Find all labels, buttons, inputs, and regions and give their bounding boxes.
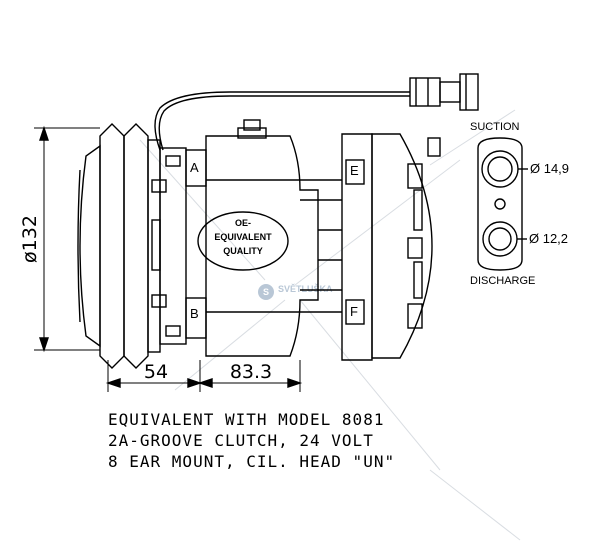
description-line-2: 2A-GROOVE CLUTCH, 24 VOLT <box>108 431 374 450</box>
watermark-logo: S SVĚTLUŠKA <box>258 283 333 300</box>
description-line-1: EQUIVALENT WITH MODEL 8081 <box>108 410 385 429</box>
top-boss <box>237 127 267 139</box>
svg-text:S: S <box>263 287 269 297</box>
suction-label: SUCTION <box>470 121 520 133</box>
diameter-label: ø132 <box>19 215 41 263</box>
port-block <box>477 137 523 271</box>
marking-e: E <box>350 163 359 178</box>
body-length-label: 83.3 <box>230 361 272 383</box>
clutch-cable <box>154 91 410 151</box>
pulley-groove-1 <box>99 123 125 369</box>
clutch-plate <box>79 144 101 348</box>
clutch-width-label: 54 <box>144 361 168 383</box>
compressor-body <box>205 135 319 357</box>
pulley-hub <box>147 139 161 353</box>
discharge-label: DISCHARGE <box>470 275 535 287</box>
badge-line-2: EQUIVALENT <box>214 232 272 242</box>
oe-badge <box>197 211 289 271</box>
discharge-dim-label: Ø 12,2 <box>529 231 568 246</box>
cylinder-head <box>371 133 433 359</box>
suction-dim-label: Ø 14,9 <box>530 161 569 176</box>
badge-line-1: OE- <box>235 218 251 228</box>
description-line-3: 8 EAR MOUNT, CIL. HEAD "UN" <box>108 452 396 471</box>
discharge-port <box>482 221 518 257</box>
connector <box>409 77 441 107</box>
rear-head <box>341 133 373 361</box>
marking-f: F <box>350 304 358 319</box>
watermark-lines <box>139 109 521 541</box>
marking-b: B <box>190 306 199 321</box>
watermark-text: SVĚTLUŠKA <box>278 283 333 294</box>
pulley-groove-2 <box>123 123 149 369</box>
marking-a: A <box>190 160 199 175</box>
badge-line-3: QUALITY <box>223 246 263 256</box>
